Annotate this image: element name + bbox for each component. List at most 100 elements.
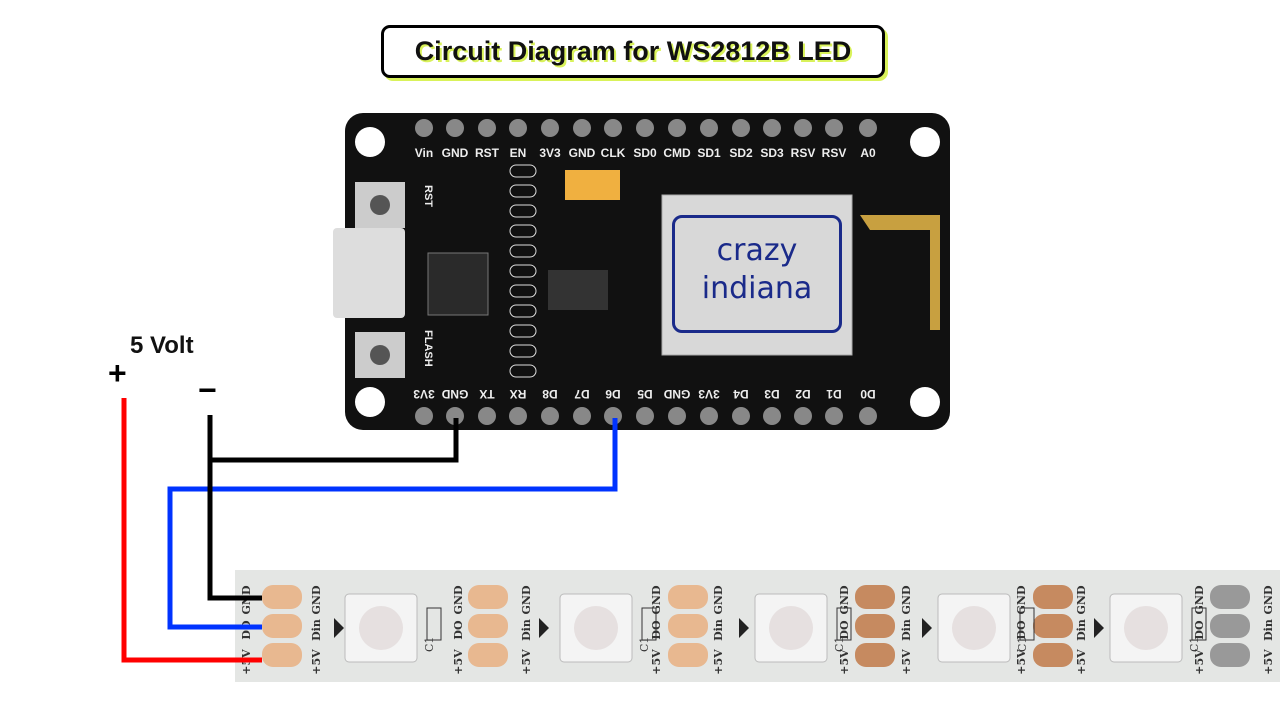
led-lens [952, 606, 996, 650]
pad-label: +5V [900, 649, 913, 675]
plus-sign: + [108, 355, 127, 391]
pin-header [636, 119, 654, 137]
pad-label: +5V [452, 649, 465, 675]
pin-label: GND [442, 146, 469, 160]
wire-data-d6 [167, 418, 618, 630]
solder-pad [262, 643, 302, 667]
smd-resistor [509, 244, 537, 258]
smd-resistor [509, 264, 537, 278]
pin-label: GND [569, 146, 596, 160]
smd-resistor [509, 304, 537, 318]
pin-label: TX [479, 387, 494, 401]
pin-header [794, 407, 812, 425]
capacitor-c1 [641, 607, 657, 641]
solder-pad [1210, 614, 1250, 638]
pin-label: D6 [605, 387, 621, 401]
solder-pad [262, 585, 302, 609]
pad-label: DO [1193, 620, 1206, 640]
cap-label: C1 [1188, 637, 1201, 652]
smd-resistor [509, 284, 537, 298]
pin-header [700, 119, 718, 137]
pad-label: DO [838, 620, 851, 640]
solder-pad [1033, 614, 1073, 638]
cap-label: C1 [423, 637, 436, 652]
pin-label: CMD [663, 146, 691, 160]
wire-ground [207, 415, 262, 601]
pad-label: GND [310, 585, 323, 614]
pad-label: +5V [1262, 649, 1275, 675]
pin-label: D1 [826, 387, 842, 401]
pad-label: Din [310, 619, 323, 641]
pad-label: GND [452, 585, 465, 614]
led-lens [359, 606, 403, 650]
cap-label: C1 [833, 637, 846, 652]
pad-label: GND [650, 585, 663, 614]
solder-pad [1033, 585, 1073, 609]
pad-label: DO [240, 620, 253, 640]
pin-header [700, 407, 718, 425]
button-cap [370, 195, 390, 215]
pin-label: RST [475, 146, 500, 160]
pin-header [573, 407, 591, 425]
pad-label: Din [1075, 619, 1088, 641]
pin-header [636, 407, 654, 425]
pad-label: +5V [1193, 649, 1206, 675]
pin-label: Vin [415, 146, 433, 160]
solder-pad [668, 643, 708, 667]
smd-resistor [509, 324, 537, 338]
solder-pad [855, 614, 895, 638]
pad-label: DO [452, 620, 465, 640]
capacitor-c1 [1191, 607, 1207, 641]
pin-label: SD2 [729, 146, 753, 160]
button-label: FLASH [422, 330, 434, 367]
solder-pad [1210, 585, 1250, 609]
led-lens [574, 606, 618, 650]
pad-label: +5V [1015, 649, 1028, 675]
direction-arrow [739, 618, 749, 638]
pin-header [541, 407, 559, 425]
led-lens [1124, 606, 1168, 650]
pin-header [732, 119, 750, 137]
pin-label: D5 [637, 387, 653, 401]
pad-label: +5V [1075, 649, 1088, 675]
pin-header [415, 119, 433, 137]
title-box: Circuit Diagram for WS2812B LED [381, 25, 885, 78]
wifi-antenna [860, 215, 940, 330]
solder-pad [668, 614, 708, 638]
pad-label: GND [520, 585, 533, 614]
pin-label: A0 [860, 146, 876, 160]
smd-resistor [509, 224, 537, 238]
capacitor-c1 [1019, 607, 1035, 641]
pad-label: GND [900, 585, 913, 614]
pad-label: +5V [310, 649, 323, 675]
logo-line: crazy [716, 233, 798, 268]
pad-label: Din [900, 619, 913, 641]
pin-label: SD3 [760, 146, 784, 160]
mounting-hole [355, 127, 385, 157]
pad-label: GND [1193, 585, 1206, 614]
solder-pad [1210, 643, 1250, 667]
pad-label: GND [712, 585, 725, 614]
pin-header [509, 119, 527, 137]
pin-label: D0 [860, 387, 876, 401]
pad-label: GND [838, 585, 851, 614]
smd-resistor [509, 164, 537, 178]
pin-header [573, 119, 591, 137]
smd-resistor [509, 204, 537, 218]
pin-label: GND [663, 387, 690, 401]
solder-pad [855, 585, 895, 609]
solder-pad [262, 614, 302, 638]
pin-header [668, 407, 686, 425]
mounting-hole [910, 127, 940, 157]
pin-header [541, 119, 559, 137]
cap-label: C1 [1016, 637, 1029, 652]
pin-label: SD0 [633, 146, 657, 160]
pin-header [763, 407, 781, 425]
pin-header [446, 119, 464, 137]
smd-resistor [509, 184, 537, 198]
pin-label: SD1 [697, 146, 721, 160]
pin-label: 3V3 [698, 387, 720, 401]
pin-header [859, 119, 877, 137]
solder-pad [855, 643, 895, 667]
